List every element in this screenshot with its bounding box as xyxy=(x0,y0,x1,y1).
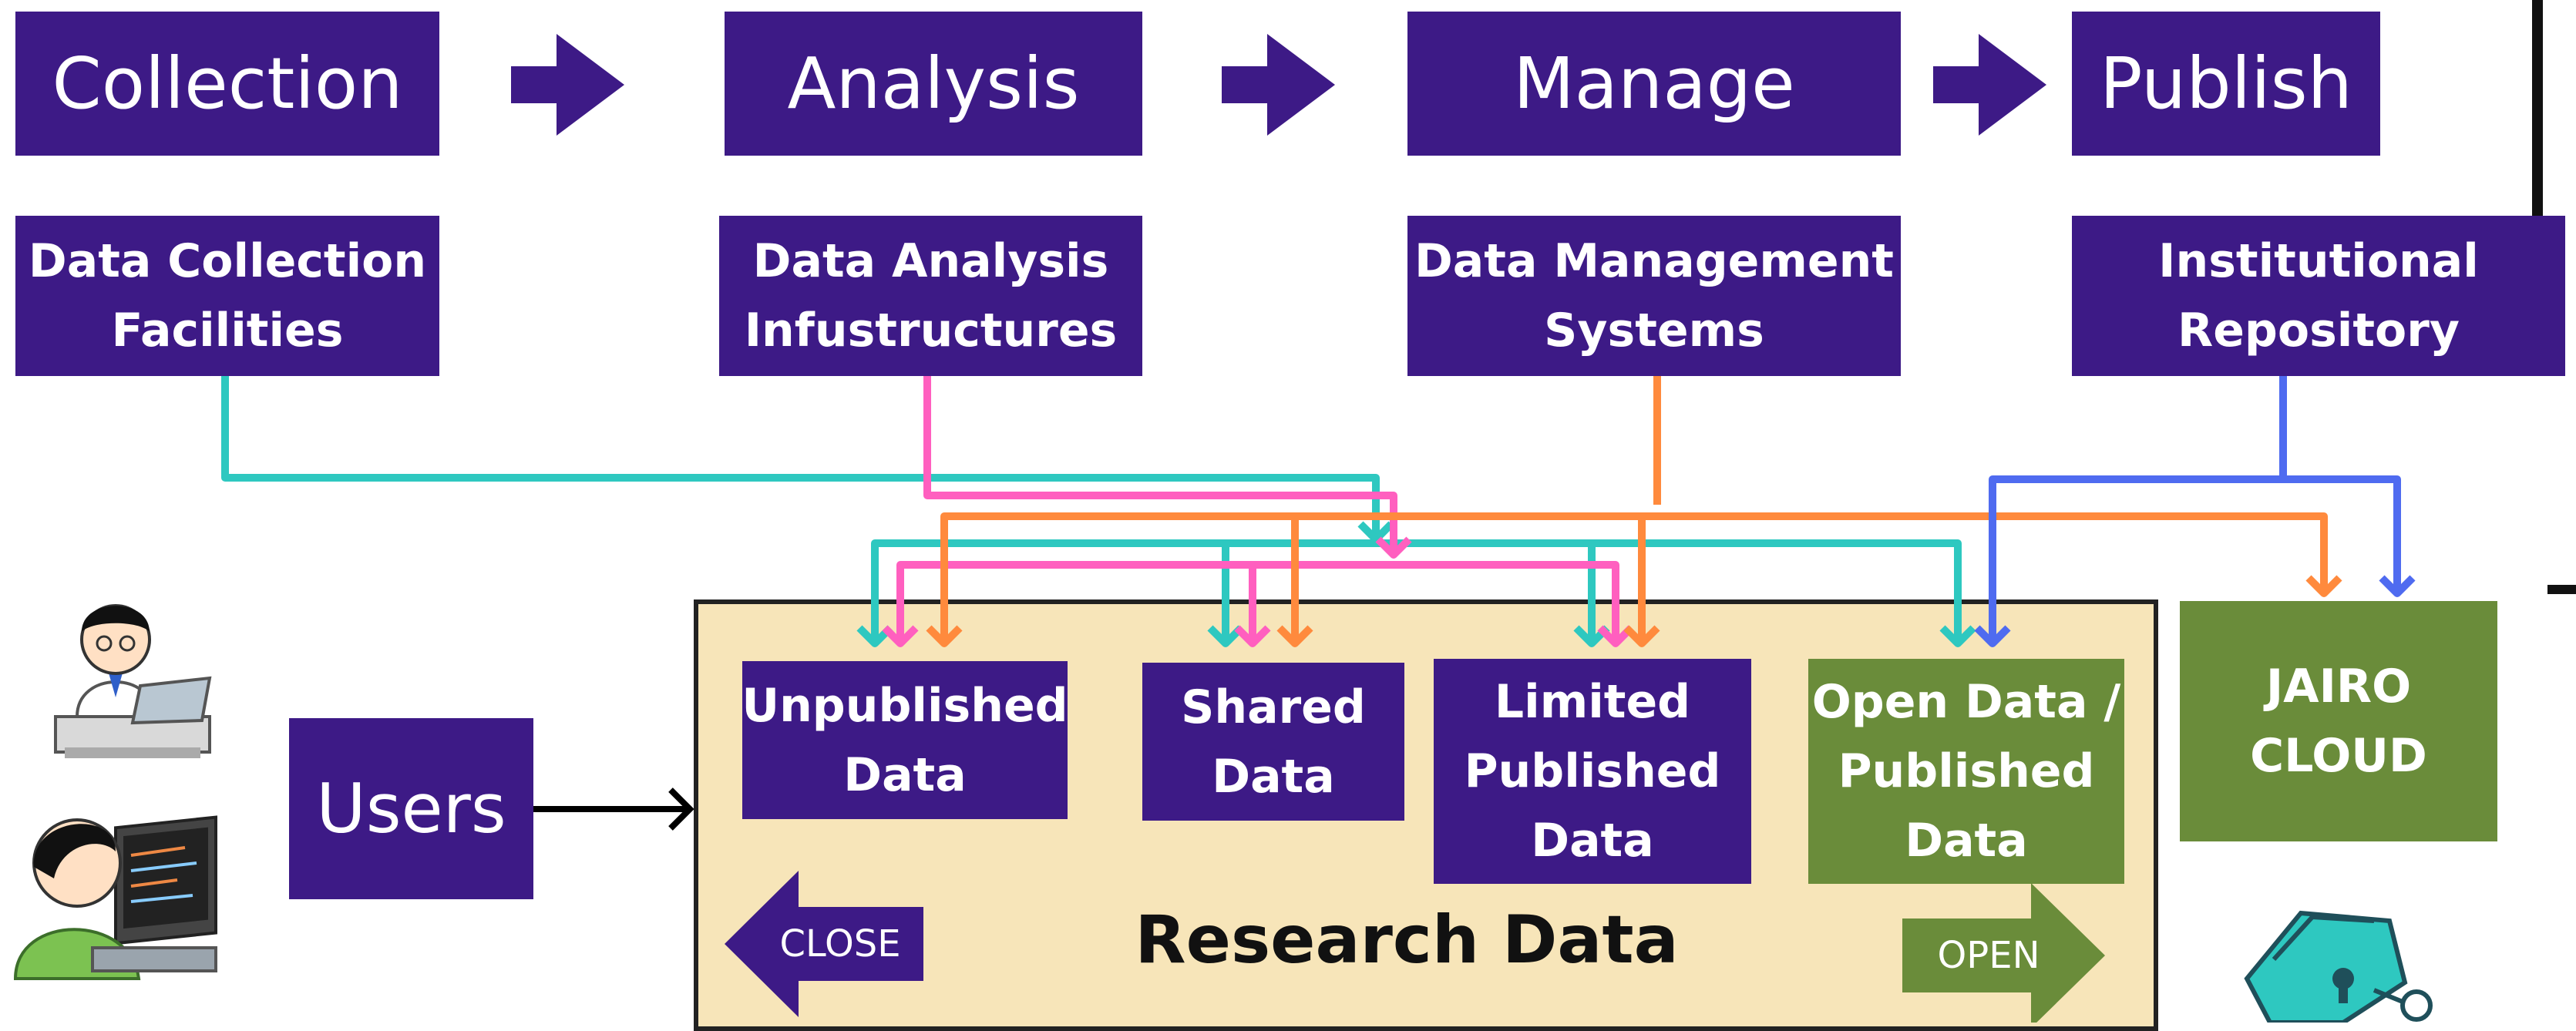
teal-connectors xyxy=(221,376,1976,647)
close-arrow xyxy=(725,871,923,1017)
jairo-cloud-label: JAIRO CLOUD xyxy=(2250,660,2427,783)
system-facilities-label: Data Collection Facilities xyxy=(28,234,427,358)
researcher-laptop-icon xyxy=(54,604,212,758)
locked-folder-icon xyxy=(2244,910,2433,1023)
category-open: Open Data / Published Data xyxy=(1808,659,2124,884)
users-label: Users xyxy=(316,769,506,848)
stage-manage: Manage xyxy=(1407,12,1901,156)
flow-arrow-2 xyxy=(1222,34,1335,136)
category-unpublished-label: Unpublished Data xyxy=(742,678,1068,802)
pink-connectors xyxy=(882,376,1634,647)
programmer-icon xyxy=(13,815,217,980)
stage-collection-label: Collection xyxy=(52,42,403,125)
open-label: OPEN xyxy=(1937,934,2040,977)
close-label: CLOSE xyxy=(779,922,901,966)
stage-analysis-label: Analysis xyxy=(787,42,1080,125)
blue-connectors xyxy=(1974,376,2416,647)
stage-publish-label: Publish xyxy=(2100,42,2352,125)
flow-arrow-1 xyxy=(511,34,624,136)
stage-publish: Publish xyxy=(2072,12,2380,156)
flow-arrow-3 xyxy=(1933,34,2046,136)
open-arrow xyxy=(1902,883,2105,1023)
jairo-cloud: JAIRO CLOUD xyxy=(2180,601,2497,841)
system-dms: Data Management Systems xyxy=(1407,216,1901,376)
research-data-title: Research Data xyxy=(1135,902,1679,979)
category-shared: Shared Data xyxy=(1142,663,1404,821)
system-repo-label: Institutional Repository xyxy=(2158,234,2479,358)
category-shared-label: Shared Data xyxy=(1181,680,1366,804)
category-open-label: Open Data / Published Data xyxy=(1811,675,2121,868)
system-infra: Data Analysis Infustructures xyxy=(719,216,1142,376)
orange-connectors xyxy=(926,376,2342,647)
category-limited-label: Limited Published Data xyxy=(1464,675,1721,868)
category-limited: Limited Published Data xyxy=(1434,659,1751,884)
system-dms-label: Data Management Systems xyxy=(1414,234,1894,358)
system-facilities: Data Collection Facilities xyxy=(15,216,439,376)
category-unpublished: Unpublished Data xyxy=(742,661,1068,819)
system-repo: Institutional Repository xyxy=(2072,216,2565,376)
stage-analysis: Analysis xyxy=(725,12,1142,156)
stage-collection: Collection xyxy=(15,12,439,156)
users-box: Users xyxy=(289,718,533,899)
users-arrow xyxy=(533,788,694,831)
system-infra-label: Data Analysis Infustructures xyxy=(744,234,1118,358)
stage-manage-label: Manage xyxy=(1513,42,1795,125)
